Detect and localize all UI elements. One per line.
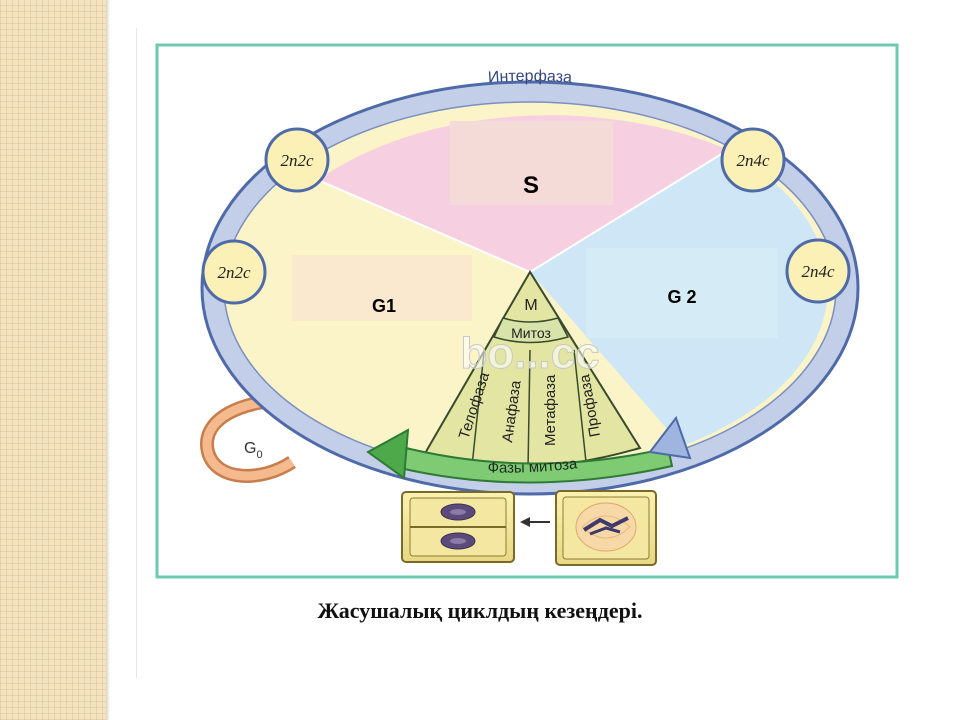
g1-phase-label: G1 xyxy=(372,296,396,316)
circle-2n4c-right xyxy=(785,238,851,304)
cell-arrow xyxy=(520,517,550,527)
circle-2n2c-top xyxy=(264,127,330,193)
mitosis-m-label: M xyxy=(524,297,537,314)
mitosis-phases-label: Фазы митоза xyxy=(488,455,579,476)
circle-2n4c-top xyxy=(720,127,786,193)
side-stripe-shadow xyxy=(106,0,110,720)
g0-loop xyxy=(200,392,301,483)
mitosis-phases-arrow xyxy=(366,428,674,484)
g2-phase-label: G 2 xyxy=(667,287,696,307)
circle-2n2c-left xyxy=(201,239,267,305)
s-phase-label: S xyxy=(523,172,539,199)
interphase-arrowhead xyxy=(648,415,692,460)
mitosis-band-label: Митоз xyxy=(511,325,551,341)
mitosis-band xyxy=(492,317,570,344)
circle-label-2n2c-left: 2n2c xyxy=(217,263,251,282)
watermark-text: bo...cc xyxy=(460,329,599,378)
dividing-cell-illustration xyxy=(401,491,515,563)
g0-label: G0 xyxy=(244,440,263,461)
diagram-caption: Жасушалық циклдың кезеңдері. xyxy=(317,598,643,623)
circle-label-2n2c-top: 2n2c xyxy=(280,151,314,170)
g1-label-box xyxy=(292,255,472,321)
decorative-side-stripe xyxy=(0,0,106,720)
slide-edge-line xyxy=(136,28,137,678)
mitosis-fan xyxy=(418,270,642,471)
g2-label-box xyxy=(586,248,778,338)
circle-label-2n4c-right: 2n4c xyxy=(801,262,835,281)
s-label-box xyxy=(450,121,613,205)
interphase-label: Интерфаза xyxy=(487,68,572,87)
metaphase-cell-illustration xyxy=(555,490,657,566)
stage-metaphase: Метафаза xyxy=(542,374,559,446)
circle-label-2n4c-top: 2n4c xyxy=(736,151,770,170)
